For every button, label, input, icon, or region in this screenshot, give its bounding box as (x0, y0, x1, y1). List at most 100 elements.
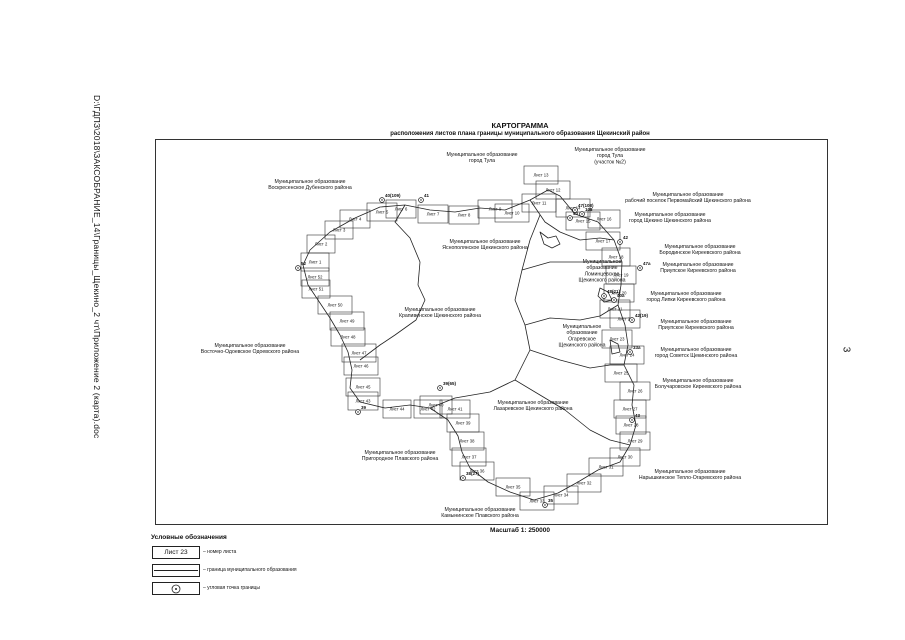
corner-point-dot (613, 299, 615, 301)
legend-sheet-symbol-text: Лист 23 (164, 549, 188, 556)
sheet-label: Лист 36 (470, 469, 486, 474)
sheet-label: Лист 52 (308, 275, 324, 280)
corner-point-label: 43 (635, 413, 641, 418)
boundary-line (529, 349, 624, 369)
sheet-box (615, 415, 647, 435)
corner-point-label: 39 (361, 405, 367, 410)
sheet-box (566, 473, 602, 493)
sheet-box (345, 377, 381, 397)
legend-sheet-symbol: Лист 23 (152, 546, 200, 559)
sheet-label: Лист 35 (506, 485, 522, 490)
sheet-box (417, 204, 449, 224)
sheet-box (306, 234, 336, 254)
map-title: КАРТОГРАММА (491, 121, 549, 130)
corner-point-dot (574, 209, 576, 211)
sheet-box (347, 391, 379, 411)
corner-point-label: 47a (643, 261, 651, 266)
sheet-label: Лист 4 (349, 217, 362, 222)
sheet-label: Лист 44 (390, 407, 406, 412)
sheet-box (330, 327, 366, 347)
corner-point-dot (381, 199, 383, 201)
sheet-label: Лист 15 (576, 219, 592, 224)
sheet-box (495, 477, 531, 497)
corner-point-dot (439, 387, 441, 389)
corner-point-label: 52 (301, 261, 307, 266)
sheet-box (366, 202, 398, 222)
corner-point-label: 42 (623, 235, 629, 240)
legend-point-symbol (152, 582, 200, 595)
sheet-label: Лист 49 (340, 319, 356, 324)
sheet-label: Лист 7 (427, 212, 440, 217)
sheet-box (446, 413, 480, 433)
sheet-label: Лист 3 (333, 228, 346, 233)
sheet-label: Лист 5 (376, 210, 389, 215)
sheet-label: Лист 2 (315, 242, 328, 247)
sheet-label: Лист 41 (448, 407, 464, 412)
corner-point-label: 47(108) (578, 203, 594, 208)
sheet-box (439, 399, 471, 419)
sheet-box (448, 205, 480, 225)
boundary-line (529, 199, 615, 241)
corner-point-label: 40a (617, 293, 625, 298)
sheet-box (609, 309, 641, 329)
sheet-label: Лист 11 (532, 201, 547, 206)
sheet-box (519, 491, 555, 511)
corner-points: 40(109)4147(108)1084247a48(21)40a42(19)3… (295, 193, 651, 508)
corner-point-label: 108 (585, 207, 593, 212)
map-scale: Масштаб 1: 250000 (489, 527, 551, 534)
sheet-label: Лист 8 (458, 213, 471, 218)
sheet-label: Лист 1 (309, 260, 322, 265)
map-frame (155, 139, 828, 525)
sheet-box (300, 267, 330, 287)
corner-point-icon (171, 584, 181, 593)
sheet-box (329, 311, 365, 331)
legend-boundary-text: – граница муниципального образования (203, 567, 297, 573)
sheet-box (459, 461, 495, 481)
sheet-box (382, 399, 412, 419)
sheet-box (601, 329, 633, 349)
sheet-label: Лист 20 (612, 291, 628, 296)
sheet-label: Лист 29 (628, 439, 644, 444)
sheet-box (385, 199, 417, 219)
sheet-label: Лист 32 (577, 481, 593, 486)
sheet-label: Лист 48 (341, 335, 357, 340)
corner-point-dot (357, 411, 359, 413)
sheet-box (419, 395, 453, 415)
corner-point-dot (420, 199, 422, 201)
corner-point-label: 48(21) (607, 289, 621, 294)
corner-point-dot (639, 267, 641, 269)
legend-point-text: – угловая точка границы (203, 585, 260, 591)
boundary-lines (302, 189, 637, 501)
corner-point-dot (544, 504, 546, 506)
corner-point-dot (619, 241, 621, 243)
legend-title: Условные обозначения (151, 534, 227, 541)
corner-point-label: 41 (424, 193, 430, 198)
legend-sheet-text: – номер листа (203, 549, 237, 555)
boundary-line (521, 261, 622, 271)
sheet-box (413, 399, 443, 419)
sheet-box (609, 447, 641, 467)
sheet-box (341, 343, 377, 363)
sheet-label: Лист 39 (456, 421, 472, 426)
sheet-label: Лист 46 (354, 364, 370, 369)
sheet-label: Лист 43 (356, 399, 372, 404)
corner-point-dot (581, 213, 583, 215)
sheet-box (588, 457, 624, 477)
sheet-box (535, 180, 571, 200)
